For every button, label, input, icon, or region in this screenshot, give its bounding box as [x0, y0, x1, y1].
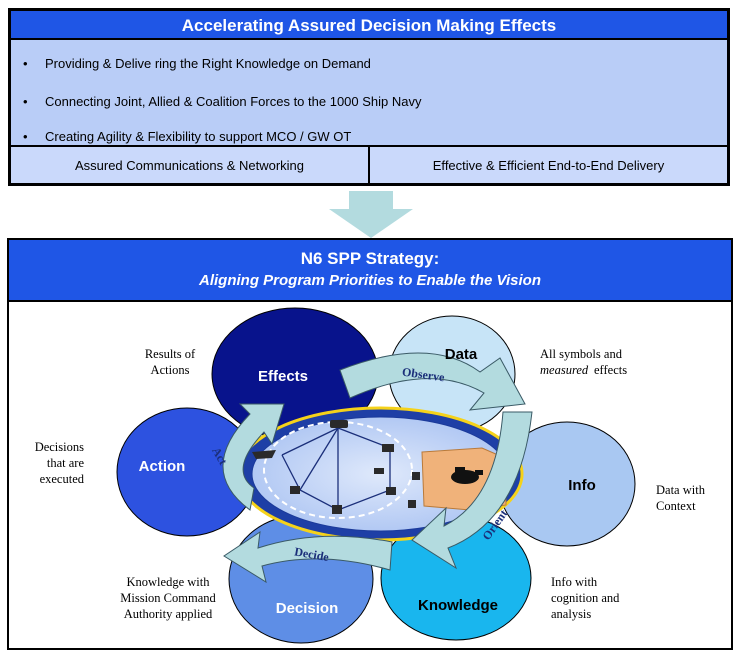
- bullet-item: • Providing & Delive ring the Right Knowl…: [23, 56, 371, 71]
- vision-title: Accelerating Assured Decision Making Eff…: [11, 11, 727, 40]
- decision-description: Knowledge with Mission Command Authority…: [120, 575, 216, 621]
- vision-footer-row: Assured Communications & Networking Effe…: [11, 145, 727, 183]
- svg-text:Results of: Results of: [145, 347, 196, 361]
- act-arrow: [222, 403, 285, 511]
- network-links: [281, 427, 391, 511]
- data-label: Data: [445, 346, 478, 363]
- svg-text:Info with: Info with: [551, 575, 598, 589]
- info-label: Info: [568, 477, 596, 494]
- bullet-text: Providing & Delive ring the Right Knowle…: [45, 56, 371, 71]
- bullet-item: • Connecting Joint, Allied & Coalition Fo…: [23, 94, 422, 109]
- knowledge-label: Knowledge: [418, 597, 498, 614]
- orient-arrow: [411, 411, 533, 570]
- strategy-subtitle: Aligning Program Priorities to Enable th…: [199, 272, 541, 289]
- svg-text:measured: measured: [540, 363, 589, 377]
- svg-text:Authority applied: Authority applied: [124, 607, 213, 621]
- effects-description: Results of Actions: [145, 347, 196, 377]
- svg-text:analysis: analysis: [551, 607, 591, 621]
- svg-text:All symbols and: All symbols and: [540, 347, 623, 361]
- svg-text:cognition and: cognition and: [551, 591, 620, 605]
- svg-text:executed: executed: [40, 472, 85, 486]
- assured-communications-cell: Assured Communications & Networking: [11, 147, 368, 183]
- bullet-dot: •: [23, 56, 28, 71]
- svg-text:that are: that are: [47, 456, 85, 470]
- svg-text:Actions: Actions: [151, 363, 190, 377]
- effective-delivery-cell: Effective & Efficient End-to-End Deliver…: [368, 147, 727, 183]
- bullet-dot: •: [23, 129, 28, 144]
- observe-arrow: [339, 352, 526, 411]
- strategy-header: N6 SPP Strategy: Aligning Program Priori…: [9, 240, 731, 302]
- knowledge-description: Info with cognition and analysis: [551, 575, 620, 621]
- svg-text:Context: Context: [656, 499, 696, 513]
- bullet-item: • Creating Agility & Flexibility to suppo…: [23, 129, 351, 144]
- strategy-title: N6 SPP Strategy:: [300, 249, 440, 268]
- vehicle-icon: [451, 467, 483, 484]
- decision-label: Decision: [276, 600, 339, 617]
- svg-text:Decisions: Decisions: [35, 440, 84, 454]
- unit-icons: [252, 420, 420, 514]
- observe-label: Observe: [401, 365, 446, 385]
- bullet-text: Connecting Joint, Allied & Coalition For…: [45, 94, 422, 109]
- bullet-dot: •: [23, 94, 28, 109]
- effects-label: Effects: [258, 368, 308, 385]
- svg-text:effects: effects: [594, 363, 627, 377]
- vision-box: Accelerating Assured Decision Making Eff…: [8, 8, 730, 186]
- data-description: All symbols and measured effects: [540, 347, 627, 377]
- svg-text:Knowledge with: Knowledge with: [127, 575, 211, 589]
- svg-text:Mission Command: Mission Command: [120, 591, 216, 605]
- svg-text:Data with: Data with: [656, 483, 706, 497]
- action-label: Action: [139, 458, 186, 475]
- action-description: Decisions that are executed: [35, 440, 85, 486]
- info-description: Data with Context: [656, 483, 706, 513]
- decide-arrow: [223, 530, 393, 584]
- down-arrow-icon: [329, 191, 413, 238]
- decide-label: Decide: [293, 544, 330, 564]
- bullet-text: Creating Agility & Flexibility to suppor…: [45, 129, 352, 144]
